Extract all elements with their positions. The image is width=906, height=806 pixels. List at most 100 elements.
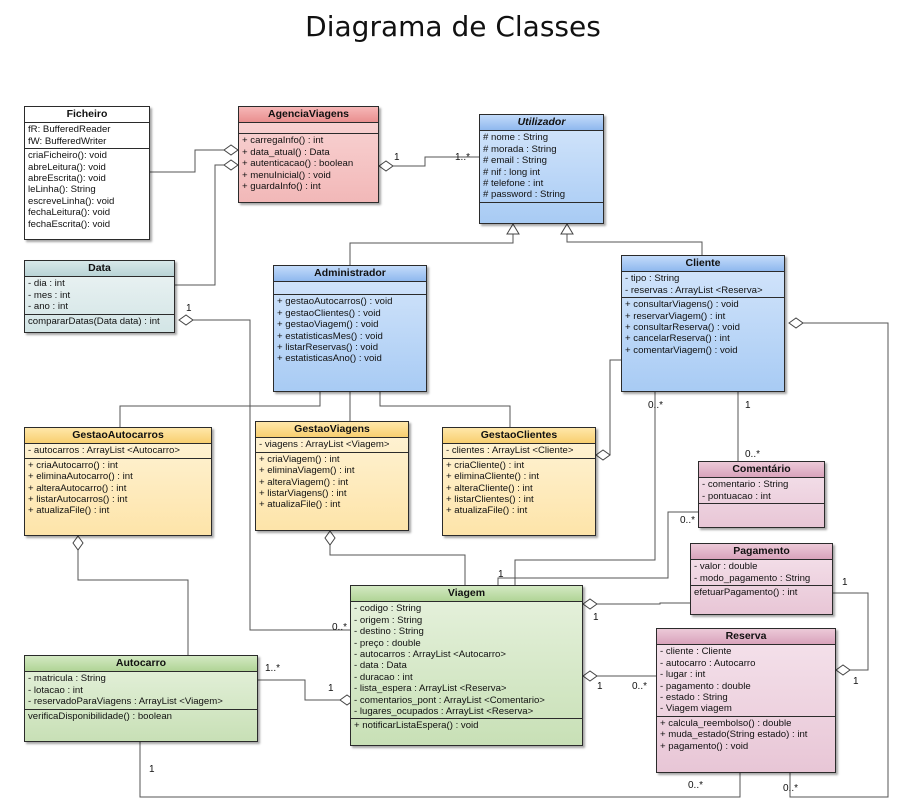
attribute: fR: BufferedReader	[28, 124, 111, 136]
method: + comentarViagem() : void	[625, 344, 738, 356]
attribute: - origem : String	[354, 614, 423, 626]
diamond-cliente	[788, 317, 804, 329]
diamond-data	[178, 314, 194, 326]
method: + autenticacao() : boolean	[242, 158, 354, 170]
class-agenciaviagens: AgenciaViagens + carregaInfo() : int + d…	[238, 106, 379, 203]
class-name: Viagem	[351, 586, 582, 603]
class-name: AgenciaViagens	[239, 107, 378, 124]
multiplicity-label: 1	[745, 400, 751, 411]
multiplicity-label: 1	[842, 577, 848, 588]
attribute: - ano : int	[28, 301, 68, 313]
multiplicity-label: 1..*	[265, 663, 281, 674]
class-reserva: Reserva - cliente : Cliente - autocarro …	[656, 628, 836, 773]
attributes: - clientes : ArrayList <Cliente>	[443, 444, 595, 459]
multiplicity-label: 0..*	[745, 449, 761, 460]
method: abreEscrita(): void	[28, 173, 106, 185]
attributes: - comentario : String - pontuacao : int	[699, 478, 824, 505]
class-name: GestaoClientes	[443, 428, 595, 445]
method: criaFicheiro(): void	[28, 150, 107, 162]
attributes: fR: BufferedReader fW: BufferedWriter	[25, 123, 149, 150]
methods: verificaDisponibilidade() : boolean	[25, 710, 257, 723]
attributes	[239, 123, 378, 135]
multiplicity-label: 1	[394, 152, 400, 163]
method: + eliminaAutocarro() : int	[28, 471, 133, 483]
methods: compararDatas(Data data) : int	[25, 315, 174, 328]
methods: + notificarListaEspera() : void	[351, 719, 582, 732]
attribute: - lugares_ocupados : ArrayList <Reserva>	[354, 706, 534, 718]
method: + consultarViagens() : void	[625, 299, 739, 311]
triangle-cliente	[560, 223, 574, 235]
link-gestaoautocarros-autocarro	[77, 550, 189, 655]
method: + criaViagem() : int	[259, 453, 340, 465]
diamond-reserva	[835, 664, 851, 676]
attribute: - lugar : int	[660, 669, 706, 681]
attributes: - autocarros : ArrayList <Autocarro>	[25, 444, 211, 459]
attribute: - comentario : String	[702, 479, 789, 491]
method: compararDatas(Data data) : int	[28, 315, 160, 327]
attribute: # nif : long int	[483, 166, 541, 178]
link-admin-utilizador	[349, 232, 514, 265]
link-admin-gestaoautocarros	[119, 392, 321, 427]
diamond-viagem-reserva	[582, 670, 598, 682]
diamond-agencia-data	[223, 159, 239, 171]
attribute: - matricula : String	[28, 673, 106, 685]
method: + criaAutocarro() : int	[28, 459, 118, 471]
method: + alteraViagem() : int	[259, 476, 349, 488]
method: + notificarListaEspera() : void	[354, 720, 479, 732]
multiplicity-label: 1	[593, 612, 599, 623]
attribute: # nome : String	[483, 132, 549, 144]
class-cliente: Cliente - tipo : String - reservas : Arr…	[621, 255, 785, 392]
methods: + carregaInfo() : int + data_atual() : D…	[239, 134, 378, 193]
attribute: - tipo : String	[625, 273, 680, 285]
method: efetuarPagamento() : int	[694, 587, 798, 599]
method: fechaEscrita(): void	[28, 218, 111, 230]
methods: + calcula_reembolso() : double + muda_es…	[657, 717, 835, 753]
attribute: - dia : int	[28, 278, 65, 290]
attribute: - viagens : ArrayList <Viagem>	[259, 439, 390, 451]
method: + atualizaFile() : int	[28, 505, 110, 517]
link-data-agencia	[175, 164, 224, 286]
attribute: - autocarros : ArrayList <Autocarro>	[28, 445, 180, 457]
attribute: - estado : String	[660, 692, 728, 704]
method: + gestaoViagem() : void	[277, 319, 379, 331]
attributes: # nome : String # morada : String # emai…	[480, 131, 603, 203]
link-cliente-reserva	[789, 322, 889, 798]
class-name: Reserva	[657, 629, 835, 646]
class-gestaoautocarros: GestaoAutocarros - autocarros : ArrayLis…	[24, 427, 212, 536]
method: abreLeitura(): void	[28, 161, 106, 173]
multiplicity-label: 1	[328, 683, 334, 694]
class-name: Administrador	[274, 266, 426, 283]
method: + listarClientes() : int	[446, 494, 534, 506]
methods: + gestaoAutocarros() : void + gestaoClie…	[274, 295, 426, 365]
method: + gestaoAutocarros() : void	[277, 296, 393, 308]
methods: + criaViagem() : int + eliminaViagem() :…	[256, 453, 408, 512]
attributes: - valor : double - modo_pagamento : Stri…	[691, 560, 832, 587]
multiplicity-label: 0..*	[783, 783, 799, 794]
method: + listarAutocarros() : int	[28, 494, 128, 506]
class-comentario: Comentário - comentario : String - pontu…	[698, 461, 825, 528]
diamond-gestaoclientes	[595, 449, 611, 461]
attributes: - codigo : String - origem : String - de…	[351, 602, 582, 720]
class-gestaoclientes: GestaoClientes - clientes : ArrayList <C…	[442, 427, 596, 536]
attribute: - mes : int	[28, 289, 71, 301]
attribute: - preço : double	[354, 637, 421, 649]
attribute: - autocarros : ArrayList <Autocarro>	[354, 649, 506, 661]
attribute: # morada : String	[483, 143, 557, 155]
attribute: - pagamento : double	[660, 680, 751, 692]
class-name: Pagamento	[691, 544, 832, 561]
methods: + criaCliente() : int + eliminaCliente()…	[443, 459, 595, 518]
method: + eliminaCliente() : int	[446, 471, 540, 483]
class-ficheiro: Ficheiro fR: BufferedReader fW: Buffered…	[24, 106, 150, 240]
attribute: fW: BufferedWriter	[28, 135, 107, 147]
method: + alteraCliente() : int	[446, 482, 533, 494]
methods: criaFicheiro(): void abreLeitura(): void…	[25, 149, 149, 231]
class-gestaoviagens: GestaoViagens - viagens : ArrayList <Via…	[255, 421, 409, 531]
class-name: Data	[25, 261, 174, 278]
attributes	[274, 282, 426, 296]
diamond-gestaoviagens	[324, 530, 336, 546]
attribute: - duracao : int	[354, 671, 413, 683]
class-autocarro: Autocarro - matricula : String - lotacao…	[24, 655, 258, 742]
method: + estatisticasMes() : void	[277, 330, 383, 342]
attribute: - reservadoParaViagens : ArrayList <Viag…	[28, 696, 223, 708]
link-cliente-utilizador	[566, 232, 703, 255]
